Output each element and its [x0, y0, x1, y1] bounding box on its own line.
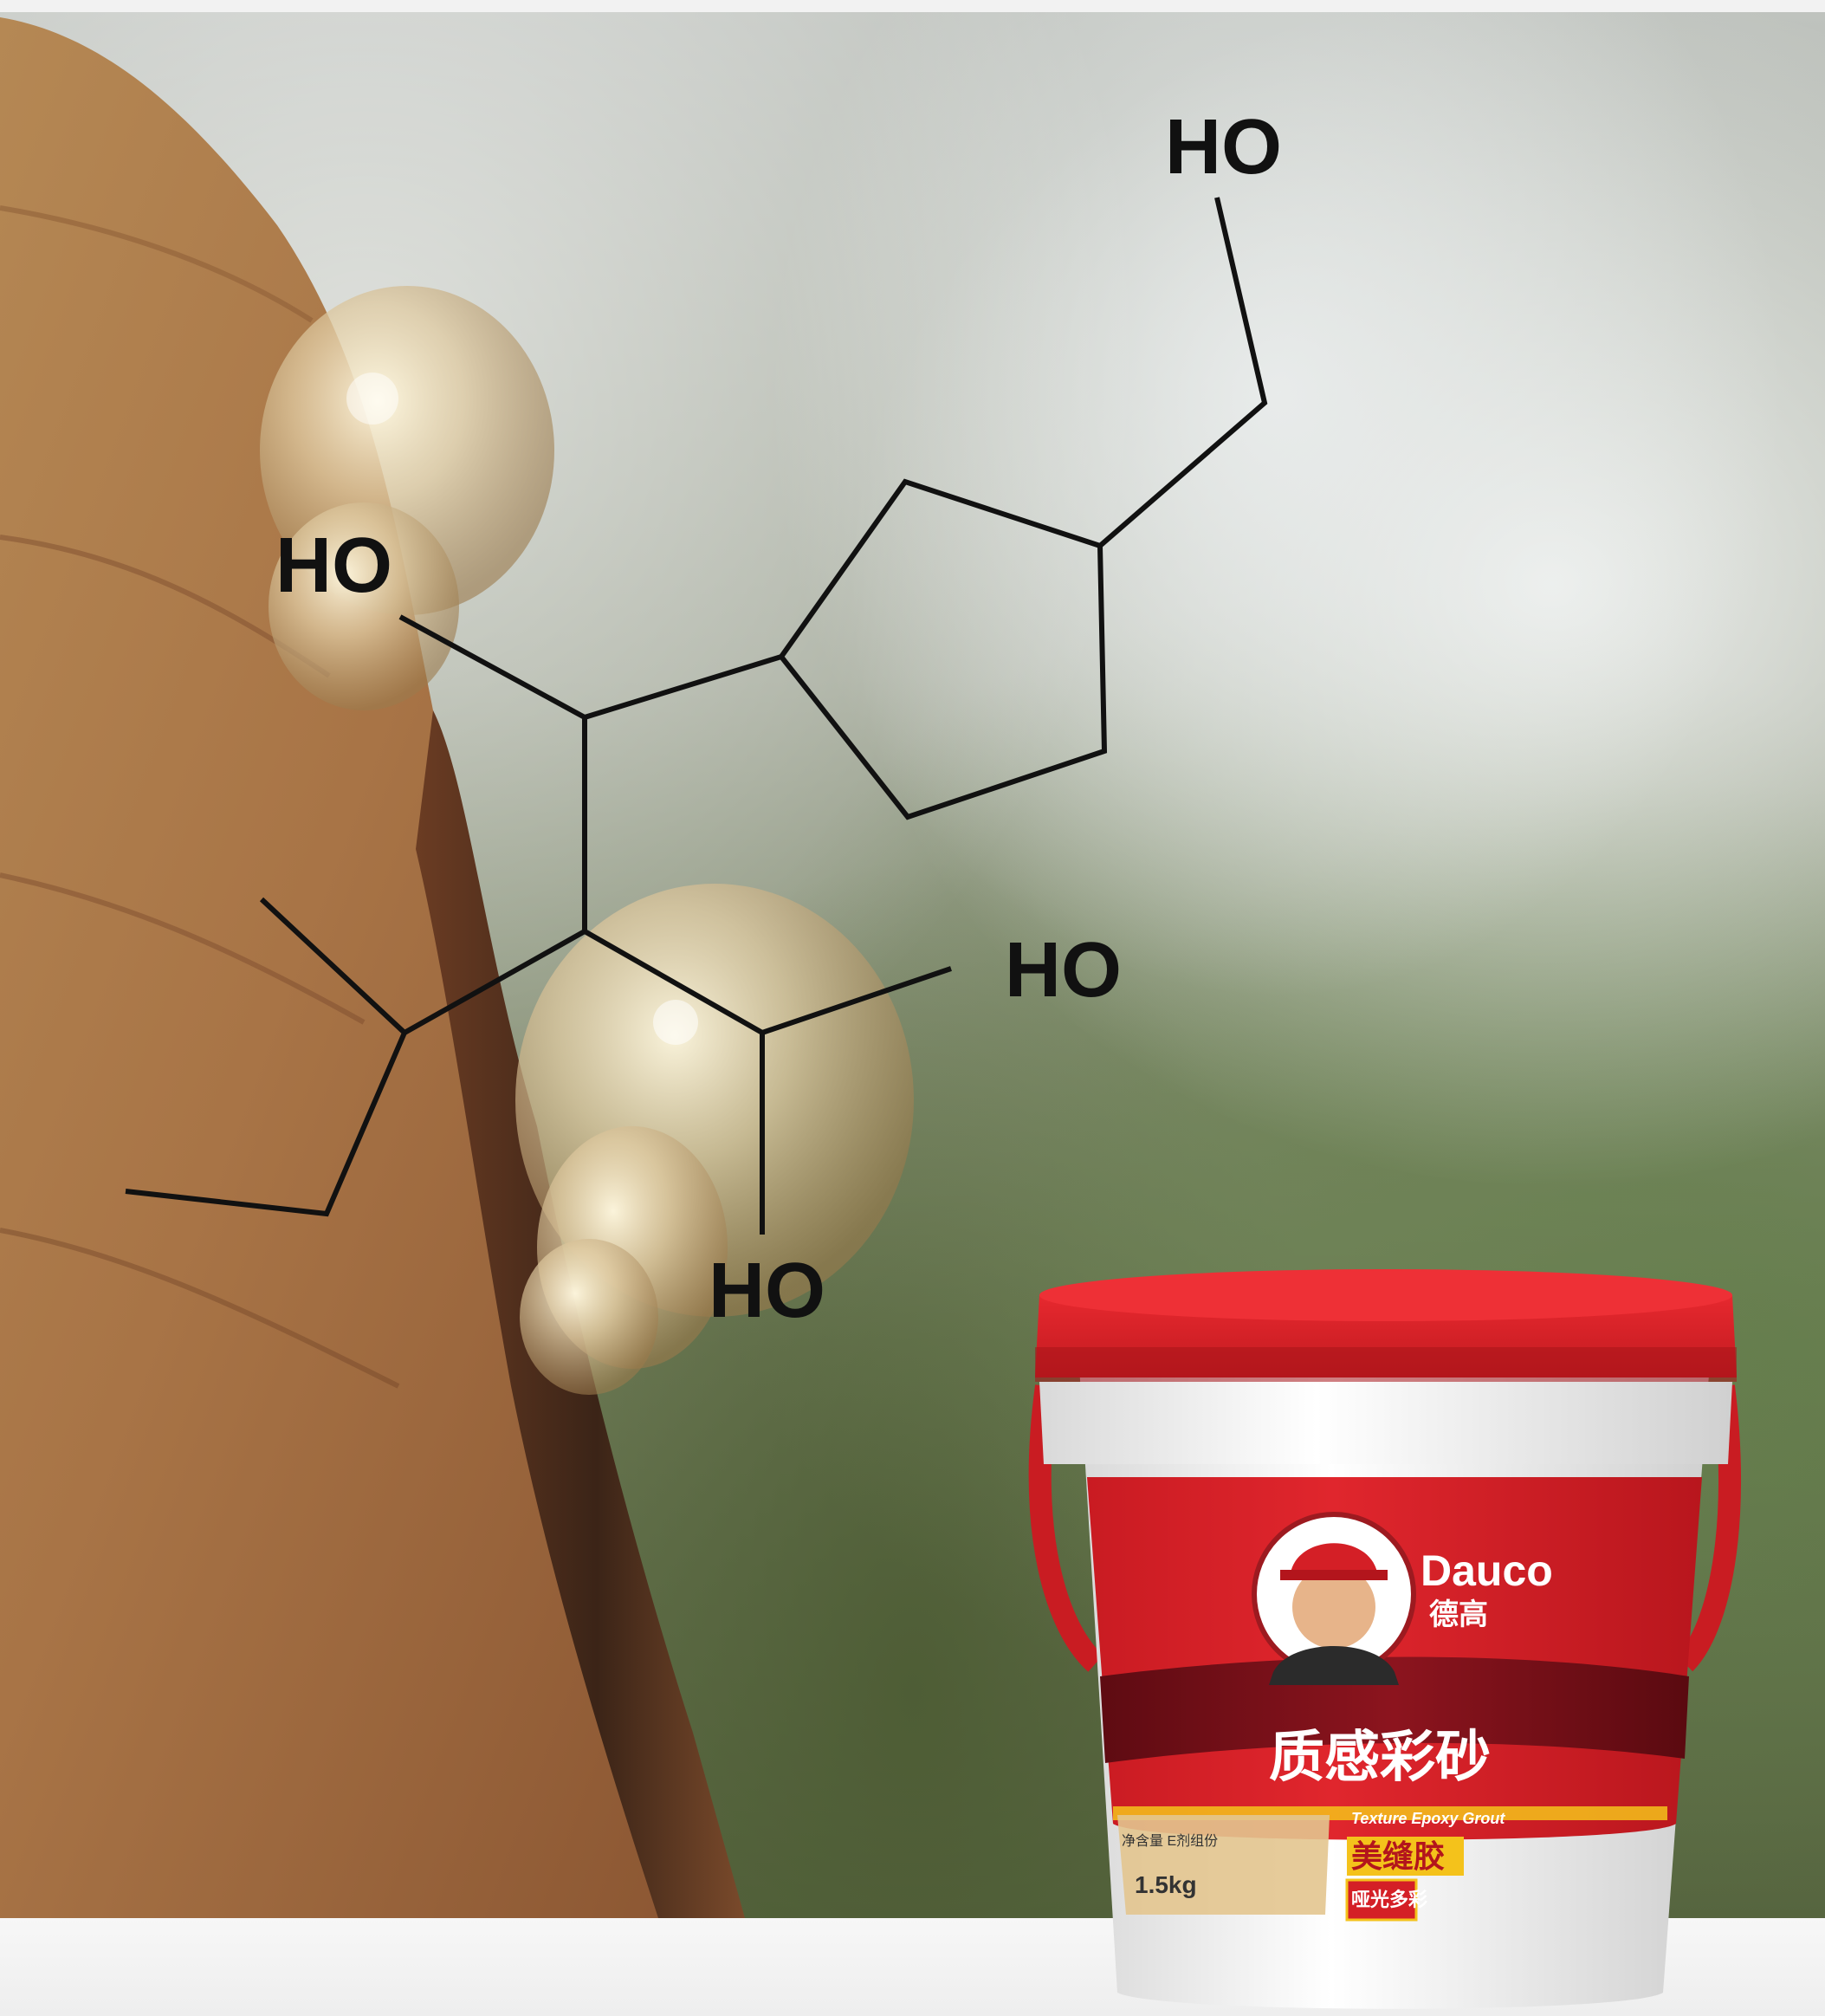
- molecule-label-ho-right: HO: [1005, 927, 1122, 1014]
- product-type-cn: 美缝胶: [1351, 1838, 1445, 1874]
- resin-droplets: [260, 286, 914, 1395]
- molecule-diagram-icon: [125, 197, 1268, 1235]
- brand-name-cn: 德高: [1429, 1598, 1488, 1631]
- net-weight-label: 净含量 E剂组份: [1122, 1833, 1218, 1849]
- product-name-cn: 质感彩砂: [1269, 1726, 1491, 1788]
- brand-name: Dauco: [1421, 1546, 1553, 1595]
- paint-bucket-icon: Dauco 德高 质感彩砂 Texture Epoxy Grout 美缝胶 哑光…: [1028, 1269, 1741, 2009]
- product-badge-cn: 哑光多彩: [1351, 1889, 1427, 1910]
- molecule-label-ho-top: HO: [1165, 104, 1282, 191]
- product-name-en: Texture Epoxy Grout: [1351, 1810, 1505, 1827]
- mascot-icon: [1252, 1512, 1416, 1685]
- top-white-strip: [0, 0, 1825, 12]
- molecule-label-ho-bottom: HO: [709, 1248, 825, 1334]
- molecule-label-ho-left: HO: [275, 522, 392, 609]
- net-weight-value: 1.5kg: [1135, 1871, 1197, 1898]
